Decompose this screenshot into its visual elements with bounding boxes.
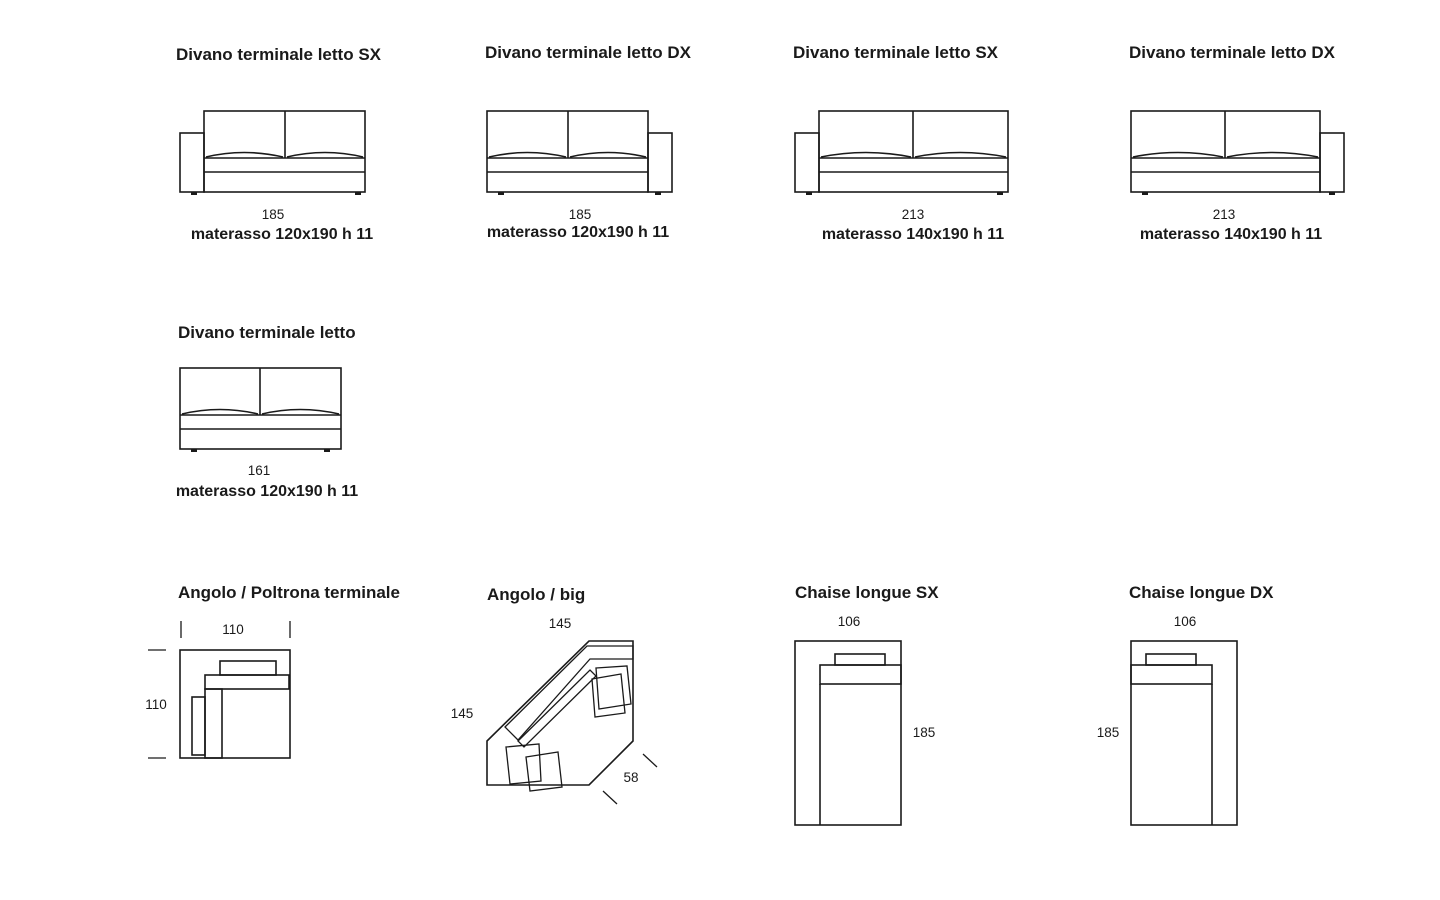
mattress-spec: materasso 120x190 h 11 <box>487 224 669 241</box>
item-title: Chaise longue SX <box>795 583 939 602</box>
depth-dimension: 110 <box>145 697 167 712</box>
item-title: Divano terminale letto SX <box>176 45 382 64</box>
width-dimension: 185 <box>262 207 285 222</box>
sofa-front-drawing <box>486 110 673 195</box>
sofa-front-drawing <box>1130 110 1345 195</box>
armchair-plan-drawing <box>179 649 291 759</box>
mattress-spec: materasso 120x190 h 11 <box>176 483 358 500</box>
width-dimension: 106 <box>838 614 861 629</box>
item-sofa-bed-dx-213: Divano terminale letto DX 213 materasso … <box>1129 43 1345 243</box>
item-corner-armchair: Angolo / Poltrona terminale 110 110 <box>145 583 400 759</box>
item-chaise-longue-dx: Chaise longue DX 106 185 <box>1097 583 1274 826</box>
item-sofa-bed-161: Divano terminale letto 161 materasso 120… <box>176 323 358 500</box>
item-title: Divano terminale letto DX <box>485 43 692 62</box>
item-title: Angolo / Poltrona terminale <box>178 583 400 602</box>
item-chaise-longue-sx: Chaise longue SX 106 185 <box>794 583 939 826</box>
item-title: Divano terminale letto <box>178 323 356 342</box>
depth-dimension: 145 <box>451 706 474 721</box>
width-dimension: 161 <box>248 463 271 478</box>
item-title: Divano terminale letto SX <box>793 43 999 62</box>
item-title: Divano terminale letto DX <box>1129 43 1336 62</box>
width-dimension: 110 <box>222 622 244 637</box>
mattress-spec: materasso 140x190 h 11 <box>822 226 1004 243</box>
depth-dimension: 185 <box>913 725 936 740</box>
sofa-front-drawing <box>179 110 366 195</box>
item-sofa-bed-dx-185: Divano terminale letto DX 185 materasso … <box>485 43 692 241</box>
dimension-tick <box>602 790 618 805</box>
sofa-front-drawing <box>179 367 342 452</box>
item-sofa-bed-sx-213: Divano terminale letto SX 213 materasso … <box>793 43 1009 243</box>
width-dimension: 213 <box>1213 207 1236 222</box>
item-title: Angolo / big <box>487 585 585 604</box>
side-dimension: 58 <box>623 770 638 785</box>
item-corner-big: Angolo / big 145 145 58 <box>451 585 658 805</box>
item-title: Chaise longue DX <box>1129 583 1274 602</box>
dimension-tick <box>642 753 658 768</box>
width-dimension: 106 <box>1174 614 1197 629</box>
width-dimension: 213 <box>902 207 925 222</box>
chaise-plan-drawing <box>794 640 902 826</box>
width-dimension: 185 <box>569 207 592 222</box>
corner-plan-drawing <box>486 640 634 792</box>
sofa-front-drawing <box>794 110 1009 195</box>
item-sofa-bed-sx-185: Divano terminale letto SX 185 materasso … <box>176 45 382 243</box>
chaise-plan-drawing <box>1130 640 1238 826</box>
mattress-spec: materasso 120x190 h 11 <box>191 226 373 243</box>
mattress-spec: materasso 140x190 h 11 <box>1140 226 1322 243</box>
depth-dimension: 185 <box>1097 725 1120 740</box>
width-dimension: 145 <box>549 616 572 631</box>
